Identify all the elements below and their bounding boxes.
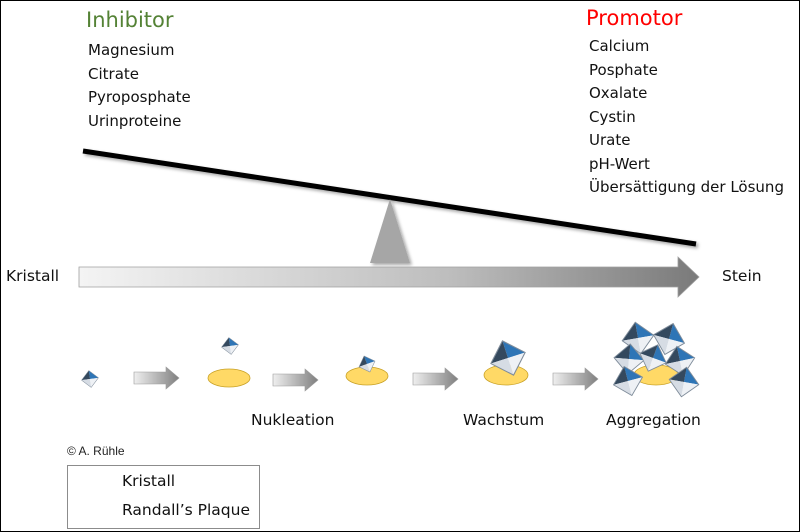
promotor-item: Urate bbox=[589, 131, 631, 149]
axis-start-label: Kristall bbox=[6, 267, 60, 285]
inhibitor-item: Pyroposphate bbox=[88, 88, 191, 106]
legend-kristall-label: Kristall bbox=[122, 472, 176, 490]
crystal-icon bbox=[80, 369, 100, 389]
promotor-title: Promotor bbox=[586, 6, 683, 30]
step-arrow bbox=[412, 367, 459, 391]
stage-label-wachstum: Wachstum bbox=[463, 411, 545, 429]
progression-arrow bbox=[78, 256, 700, 298]
stage-label-aggregation: Aggregation bbox=[606, 411, 701, 429]
promotor-item: Übersättigung der Lösung bbox=[589, 178, 784, 196]
inhibitor-item: Urinproteine bbox=[88, 111, 182, 130]
balance-beam bbox=[82, 148, 697, 247]
step-arrow bbox=[133, 366, 180, 390]
stage-label-nukleation: Nukleation bbox=[251, 411, 335, 429]
crystal-aggregate bbox=[609, 318, 702, 400]
promotor-item: Posphate bbox=[589, 60, 658, 79]
crystal-icon bbox=[220, 336, 240, 356]
legend-plaque-label: Randall’s Plaque bbox=[122, 501, 250, 519]
plaque-ellipse bbox=[207, 368, 251, 388]
fulcrum-triangle bbox=[370, 199, 410, 263]
promotor-item: Cystin bbox=[589, 107, 636, 126]
promotor-list: Calcium Posphate Oxalate Cystin Urate pH… bbox=[589, 35, 784, 200]
inhibitor-item: Magnesium bbox=[88, 41, 175, 59]
promotor-item: Oxalate bbox=[589, 84, 648, 102]
axis-end-label: Stein bbox=[722, 267, 762, 285]
legend-box: Kristall Randall’s Plaque bbox=[67, 465, 260, 529]
inhibitor-item: Citrate bbox=[88, 64, 139, 83]
promotor-item: pH-Wert bbox=[589, 154, 650, 173]
inhibitor-title: Inhibitor bbox=[86, 8, 174, 32]
copyright-text: © A. Rühle bbox=[67, 444, 125, 458]
step-arrow bbox=[272, 368, 319, 392]
inhibitor-list: Magnesium Citrate Pyroposphate Urinprote… bbox=[88, 39, 191, 133]
step-arrow bbox=[552, 367, 599, 391]
promotor-item: Calcium bbox=[589, 37, 650, 55]
